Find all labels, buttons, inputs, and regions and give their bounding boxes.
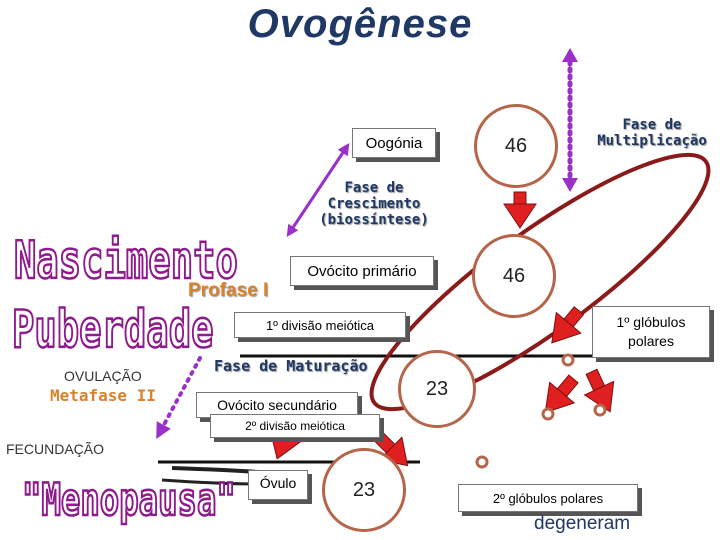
chromosome-count: 23 — [352, 478, 376, 501]
growth-phase-line1: Fase de — [344, 180, 404, 196]
multiplication-phase-label: Fase de Multiplicação — [582, 117, 720, 149]
chromosome-circle-46-top: 46 — [474, 104, 558, 188]
prophase-label: Profase I — [188, 280, 269, 301]
first-polar-bodies-line2: polares — [628, 333, 674, 349]
second-polar-bodies-box: 2º glóbulos polares — [458, 484, 638, 512]
growth-phase-line2: Crescimento — [327, 196, 421, 213]
page-title: Ovogênese — [247, 2, 473, 46]
ovum-box: Óvulo — [248, 470, 308, 500]
multiplication-phase-line1: Fase de — [622, 117, 682, 133]
fertilization-label: FECUNDAÇÃO — [6, 441, 105, 457]
red-arrow-4 — [583, 368, 615, 413]
multiplication-arrow-top-head — [562, 48, 578, 62]
growth-range-arrow — [286, 143, 350, 237]
ovulation-label: OVULAÇÃO — [64, 368, 142, 384]
chromosome-count: 46 — [502, 264, 526, 287]
wordart-puberdade: Puberdade — [12, 299, 213, 360]
growth-phase-line3: (biossíntese) — [319, 212, 429, 229]
metaphase-label: Metafase II — [50, 386, 156, 405]
multiplication-arrow-bottom-head — [562, 178, 578, 192]
maturation-range-arrow — [156, 356, 202, 440]
growth-phase-label: Fase de Crescimento (biossíntese) — [300, 180, 448, 228]
first-polar-bodies-line1: 1º glóbulos — [616, 314, 686, 331]
red-arrow-3 — [544, 374, 579, 414]
meiosis1-box: 1º divisão meiótica — [234, 312, 406, 338]
wordart-menopausa: "Menopausa" — [22, 475, 236, 526]
chromosome-circle-23-right: 23 — [398, 350, 476, 428]
primary-oocyte-box: Ovócito primário — [290, 256, 434, 286]
maturation-phase-label: Fase de Maturação — [214, 357, 368, 375]
polar-body-4 — [475, 455, 489, 469]
polar-body-3 — [593, 403, 607, 417]
brush-stroke-1 — [171, 466, 259, 474]
chromosome-count: 23 — [425, 377, 449, 400]
multiplication-phase-line2: Multiplicação — [597, 133, 707, 150]
oogonia-box: Oogónia — [352, 128, 436, 158]
chromosome-count: 46 — [504, 134, 528, 157]
chromosome-circle-46-middle: 46 — [472, 234, 556, 318]
degenerate-label: degeneram — [534, 513, 631, 534]
polar-body-1 — [561, 353, 575, 367]
meiosis2-box: 2º divisão meiótica — [210, 414, 380, 438]
red-arrow-1 — [503, 191, 537, 229]
first-polar-bodies-box: 1º glóbulos polares — [592, 306, 710, 358]
polar-body-2 — [541, 407, 555, 421]
wordart-nascimento: Nascimento — [14, 230, 238, 291]
chromosome-circle-23-bottom: 23 — [322, 448, 406, 532]
secondary-oocyte-box: Ovócito secundário — [196, 392, 358, 418]
red-arrow-2 — [551, 306, 585, 344]
